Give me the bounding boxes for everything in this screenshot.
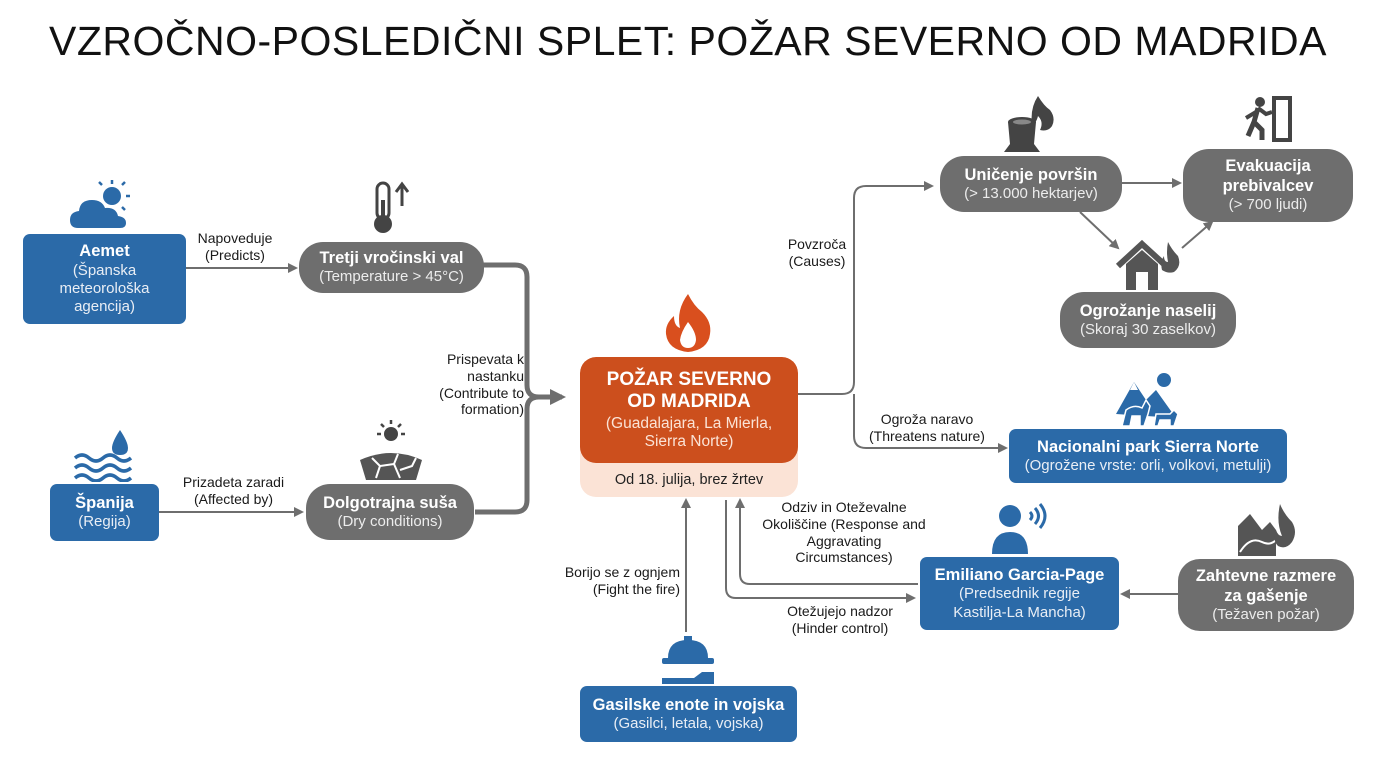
node-page-title: Emiliano Garcia-Page: [934, 566, 1105, 585]
node-settlements-sub: (Skoraj 30 zaselkov): [1080, 320, 1216, 338]
cloud-sun-icon: [70, 180, 130, 228]
node-heatwave-title: Tretji vročinski val: [319, 249, 464, 268]
node-park: Nacionalni park Sierra Norte (Ogrožene v…: [1009, 429, 1287, 483]
node-drought-title: Dolgotrajna suša: [323, 493, 457, 512]
edge-hinder: [725, 500, 916, 603]
node-evacuation-sub: (> 700 ljudi): [1228, 196, 1308, 214]
node-evacuation-title: Evakuacija prebivalcev: [1222, 157, 1314, 196]
node-spain-title: Španija: [75, 494, 134, 513]
node-settlements: Ogrožanje naselij (Skoraj 30 zaselkov): [1060, 292, 1236, 348]
fire-landscape-icon: [1238, 504, 1295, 556]
edge-destruction-settlements: [1079, 211, 1120, 250]
node-spain: Španija (Regija): [50, 484, 159, 541]
label-fight: Borijo se z ognjem (Fight the fire): [564, 564, 680, 597]
node-aemet-sub: (Španska meteorološka agencija): [59, 261, 150, 316]
node-fire-sub: (Guadalajara, La Mierla, Sierra Norte): [605, 415, 773, 450]
label-contribute: Prispevata k nastanku (Contribute to for…: [439, 351, 524, 418]
node-fire: POŽAR SEVERNO OD MADRIDA (Guadalajara, L…: [580, 357, 798, 497]
cracked-earth-icon: [360, 420, 422, 480]
node-destruction-sub: (> 13.000 hektarjev): [964, 184, 1098, 202]
node-heatwave: Tretji vročinski val (Temperature > 45°C…: [299, 242, 484, 293]
node-page: Emiliano Garcia-Page (Predsednik regije …: [920, 557, 1119, 630]
node-drought: Dolgotrajna suša (Dry conditions): [306, 484, 474, 540]
label-causes: Povzroča (Causes): [787, 236, 847, 269]
node-park-title: Nacionalni park Sierra Norte: [1037, 437, 1259, 456]
edge-threatens: [853, 394, 1008, 453]
node-firefighters-title: Gasilske enote in vojska: [592, 695, 785, 714]
burning-stump-icon: [1004, 96, 1054, 152]
thermometer-icon: [374, 181, 410, 233]
edge-settlements-evacuation: [1181, 220, 1214, 249]
edge-drought-fire: [475, 394, 540, 515]
label-response: Odziv in Oteževalne Okoliščine (Response…: [762, 499, 926, 566]
node-fire-footer: Od 18. julija, brez žrtev: [614, 472, 764, 488]
node-firefighters: Gasilske enote in vojska (Gasilci, letal…: [580, 686, 797, 742]
node-page-sub: (Predsednik regije Kastilja-La Mancha): [953, 585, 1086, 621]
speaker-person-icon: [992, 503, 1047, 554]
mountain-animals-icon: [1116, 373, 1179, 427]
node-conditions: Zahtevne razmere za gašenje (Težaven pož…: [1178, 559, 1354, 631]
node-conditions-sub: (Težaven požar): [1212, 605, 1320, 623]
node-heatwave-sub: (Temperature > 45°C): [319, 268, 464, 286]
node-park-sub: (Ogrožene vrste: orli, volkovi, metulji): [1024, 456, 1272, 474]
node-destruction: Uničenje površin (> 13.000 hektarjev): [940, 156, 1122, 212]
label-affected: Prizadeta zaradi (Affected by): [182, 474, 285, 507]
node-firefighters-sub: (Gasilci, letala, vojska): [613, 714, 764, 732]
water-waves-icon: [73, 430, 133, 482]
label-threatens: Ogroža naravo (Threatens nature): [869, 411, 985, 444]
node-drought-sub: (Dry conditions): [337, 512, 443, 530]
node-destruction-title: Uničenje površin: [964, 165, 1098, 184]
diagram-title: VZROČNO-POSLEDIČNI SPLET: POŽAR SEVERNO …: [49, 18, 1327, 64]
node-aemet-title: Aemet: [79, 242, 130, 261]
edge-response: [735, 498, 918, 585]
node-fire-title: POŽAR SEVERNO OD MADRIDA: [606, 369, 772, 413]
node-fire-header: POŽAR SEVERNO OD MADRIDA (Guadalajara, L…: [580, 357, 798, 463]
node-spain-sub: (Regija): [78, 513, 131, 531]
burning-house-icon: [1116, 239, 1180, 290]
helmet-hose-icon: [662, 636, 714, 684]
node-aemet: Aemet (Španska meteorološka agencija): [23, 234, 186, 324]
edge-causes: [798, 181, 934, 395]
node-settlements-title: Ogrožanje naselij: [1079, 301, 1217, 320]
fire-icon: [665, 294, 711, 352]
label-hinder: Otežujejo nadzor (Hinder control): [787, 603, 893, 636]
node-evacuation: Evakuacija prebivalcev (> 700 ljudi): [1183, 149, 1353, 222]
node-conditions-title: Zahtevne razmere za gašenje: [1195, 566, 1337, 605]
label-predicts: Napoveduje (Predicts): [197, 230, 273, 263]
exit-door-icon: [1244, 96, 1292, 142]
